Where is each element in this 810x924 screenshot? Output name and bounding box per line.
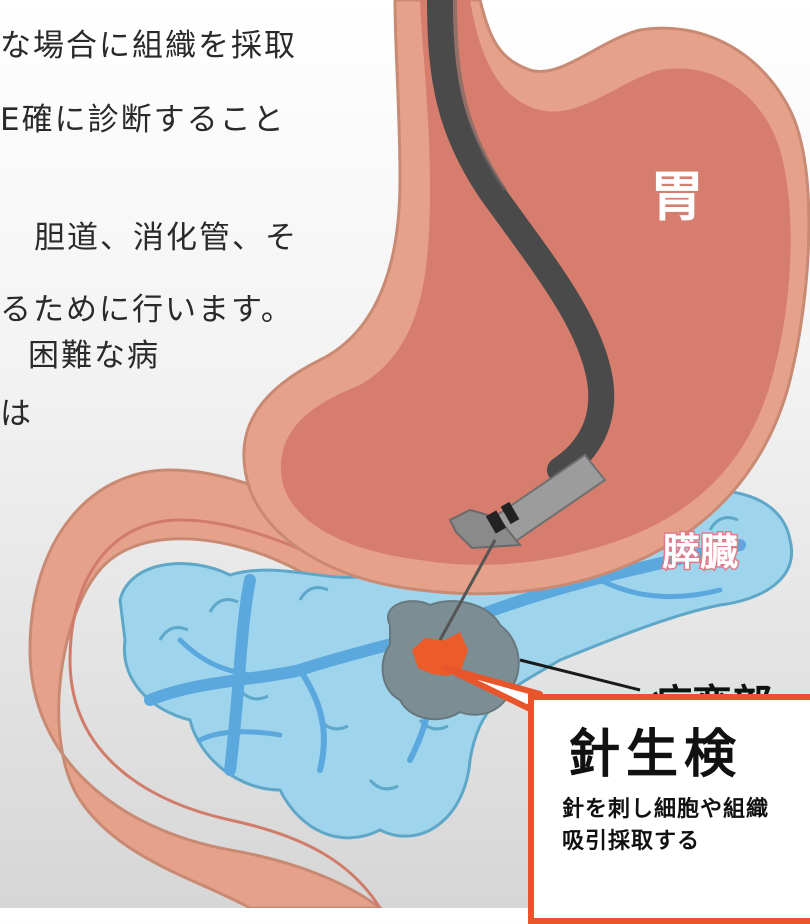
callout-title: 針生検	[568, 712, 742, 787]
lesion-pointer	[520, 660, 640, 690]
callout-desc-line-2: 吸引採取する	[562, 826, 769, 858]
callout-description: 針を刺し細胞や組織 吸引採取する	[562, 794, 769, 858]
callout-box: 針生検 針を刺し細胞や組織 吸引採取する	[528, 694, 810, 924]
callout-desc-line-1: 針を刺し細胞や組織	[562, 794, 769, 826]
pancreas-label: 膵臓	[662, 530, 738, 574]
stomach-label: 胃	[650, 165, 704, 228]
